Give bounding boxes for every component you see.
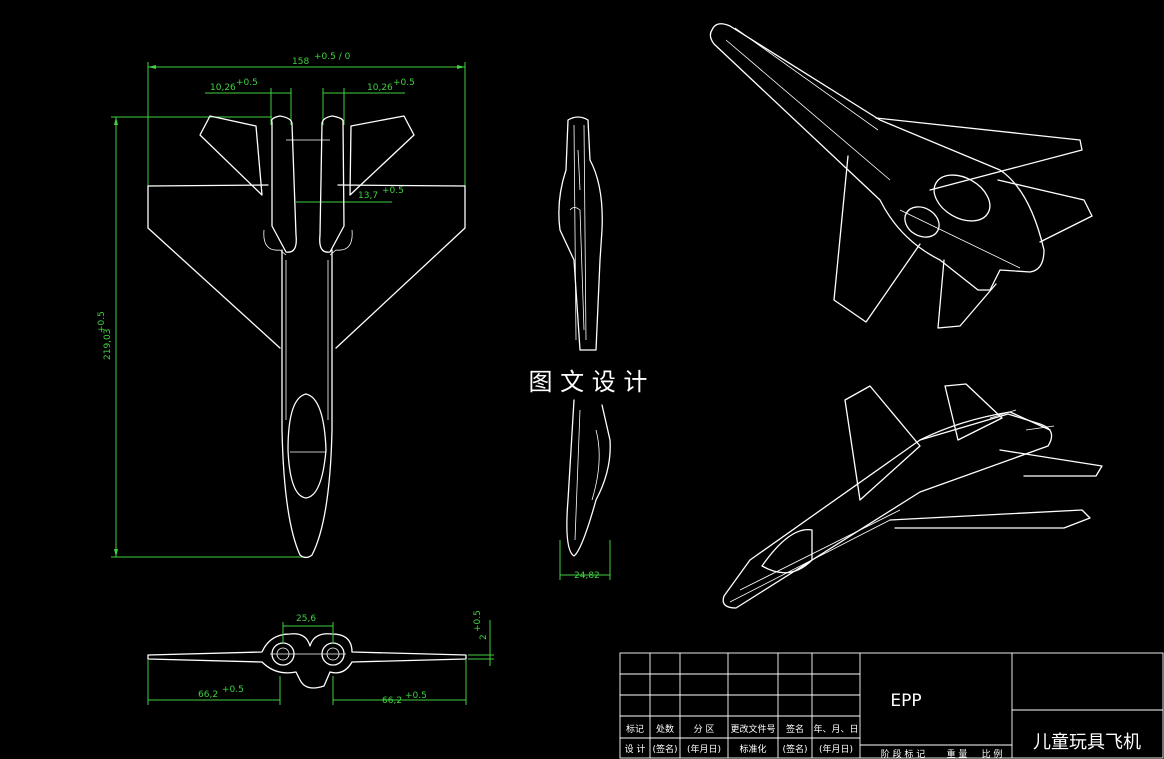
dim-length: 219,03 xyxy=(103,329,113,361)
dim-nozzle-right: 10,26 xyxy=(367,83,393,93)
watermark-text: 图 文 设 计 xyxy=(529,368,648,396)
iso-view-top xyxy=(709,23,1093,329)
dim-front-left: 66,2 xyxy=(198,690,218,700)
dim-nozzle-gap: 13,7 xyxy=(358,191,378,201)
dim-front-gap: 25,6 xyxy=(296,614,316,624)
title-block: 标记 处数 分 区 更改文件号 签名 年、月、日 设 计 (签名) (年月日) … xyxy=(619,652,1164,759)
tb-r2-c4: 标准化 xyxy=(739,743,766,755)
tb-weight: 重 量 xyxy=(947,748,968,759)
tb-material: EPP xyxy=(890,691,921,711)
tb-r1-c6: 年、月、日 xyxy=(813,723,858,735)
dim-front-thickness-tol: +0.5 xyxy=(473,610,483,632)
tb-r2-c5: (签名) xyxy=(782,743,807,755)
iso-view-bottom xyxy=(722,383,1103,609)
dim-nozzle-left: 10,26 xyxy=(210,83,236,93)
dim-nozzle-right-tol: +0.5 xyxy=(393,78,415,88)
dim-side-depth: 24,82 xyxy=(574,571,600,581)
dim-nozzle-left-tol: +0.5 xyxy=(236,78,258,88)
tb-r2-c1: 设 计 xyxy=(625,743,646,755)
tb-scale: 比 例 xyxy=(982,748,1003,759)
tb-r1-c5: 签名 xyxy=(786,723,804,735)
dim-nozzle-gap-tol: +0.5 xyxy=(382,186,404,196)
tb-r2-c2: (签名) xyxy=(652,743,677,755)
top-view: 158 +0.5 / 0 10,26 +0.5 10,26 +0.5 13,7 … xyxy=(97,52,466,559)
dim-front-right: 66,2 xyxy=(382,696,402,706)
tb-r2-c6: (年月日) xyxy=(819,743,853,755)
tb-r1-c2: 处数 xyxy=(656,723,674,735)
tb-stage-mark: 阶 段 标 记 xyxy=(881,748,926,759)
tb-r1-c1: 标记 xyxy=(626,723,644,735)
front-view: 25,6 66,2 +0.5 66,2 +0.5 2 +0.5 xyxy=(147,610,494,706)
tb-r1-c3: 分 区 xyxy=(694,724,715,735)
dim-span-top-tol: +0.5 / 0 xyxy=(314,52,351,62)
tb-r2-c3: (年月日) xyxy=(687,743,721,755)
dim-span-top: 158 xyxy=(292,57,309,67)
side-view: 24,82 xyxy=(558,116,611,581)
top-view-outline xyxy=(147,115,466,559)
dim-length-tol: +0.5 xyxy=(97,311,107,333)
tb-drawing-title: 儿童玩具飞机 xyxy=(1033,732,1141,753)
dim-front-left-tol: +0.5 xyxy=(222,685,244,695)
dim-front-right-tol: +0.5 xyxy=(405,691,427,701)
dim-front-thickness: 2 xyxy=(479,634,489,640)
tb-r1-c4: 更改文件号 xyxy=(730,723,775,735)
